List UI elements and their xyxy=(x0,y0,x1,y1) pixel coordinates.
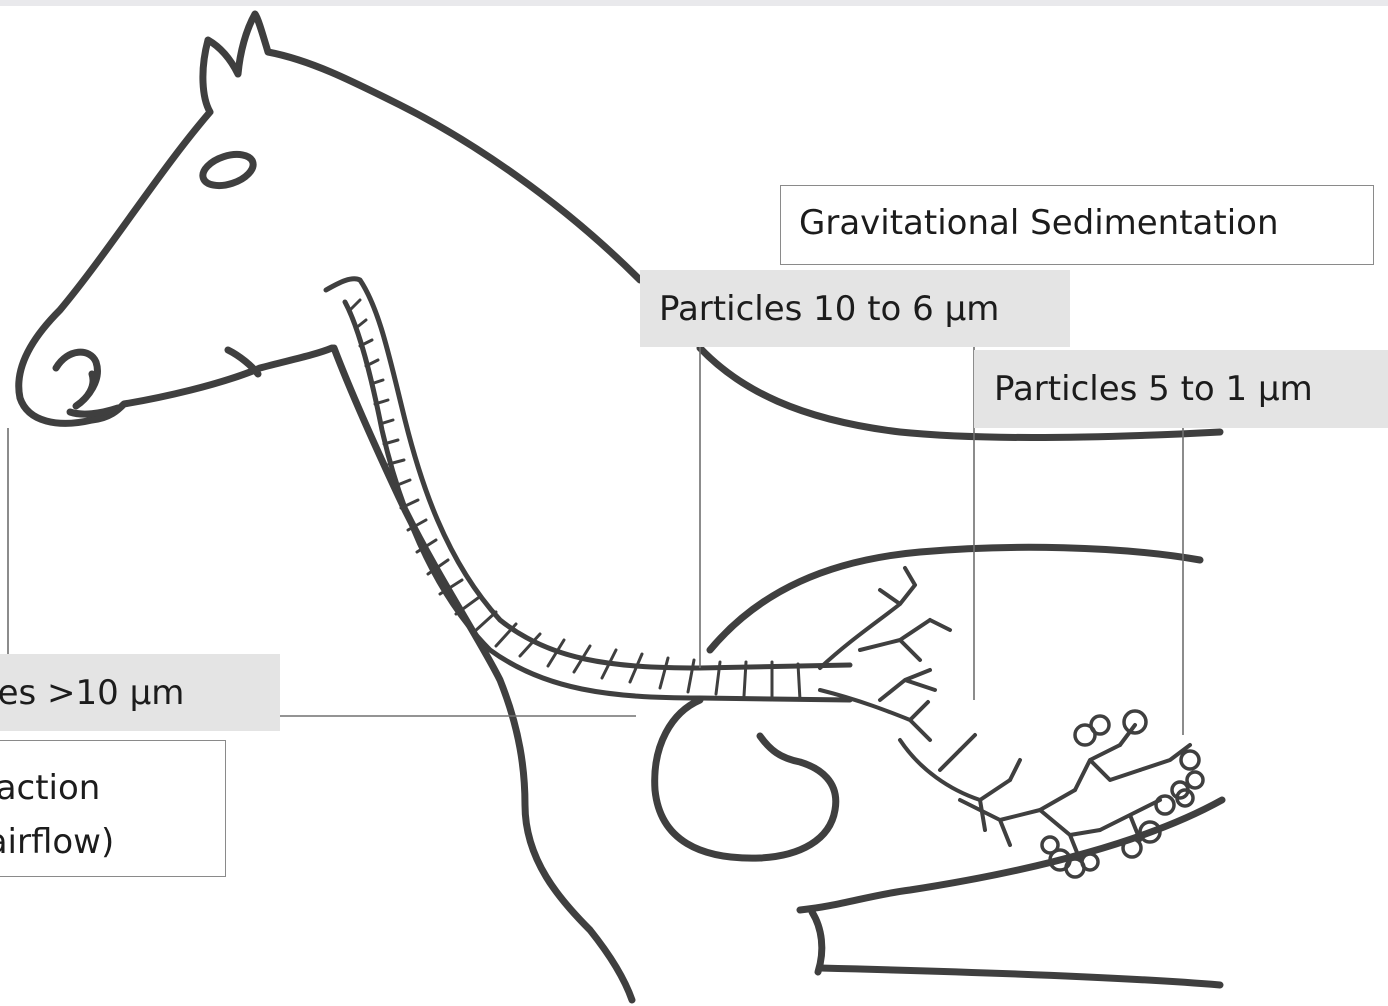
throat-outline xyxy=(334,348,632,1000)
nostril xyxy=(56,352,97,406)
trachea-rings xyxy=(350,300,800,700)
lip-line xyxy=(228,350,258,374)
horse-head-outline xyxy=(19,14,640,423)
eye xyxy=(199,149,257,192)
particles-10-to-6-label: Particles 10 to 6 µm xyxy=(640,270,1070,347)
particles-5-to-1-label: Particles 5 to 1 µm xyxy=(974,350,1388,428)
trachea-inner-wall xyxy=(345,302,850,700)
heart-contour xyxy=(655,700,836,858)
impaction-label: mpaction nt airflow) xyxy=(0,740,226,877)
thorax-outline xyxy=(655,547,1222,985)
particles-over-10-label: icles >10 µm xyxy=(0,654,280,731)
lung-upper-contour xyxy=(710,547,1200,650)
impaction-line-2: nt airflow) xyxy=(0,815,225,869)
chest-lower-contour xyxy=(812,912,822,972)
bronchial-tree xyxy=(820,568,1190,860)
impaction-line-1: mpaction xyxy=(0,761,225,815)
gravitational-sedimentation-label: Gravitational Sedimentation xyxy=(780,185,1374,265)
chest-bottom-line xyxy=(820,968,1220,985)
